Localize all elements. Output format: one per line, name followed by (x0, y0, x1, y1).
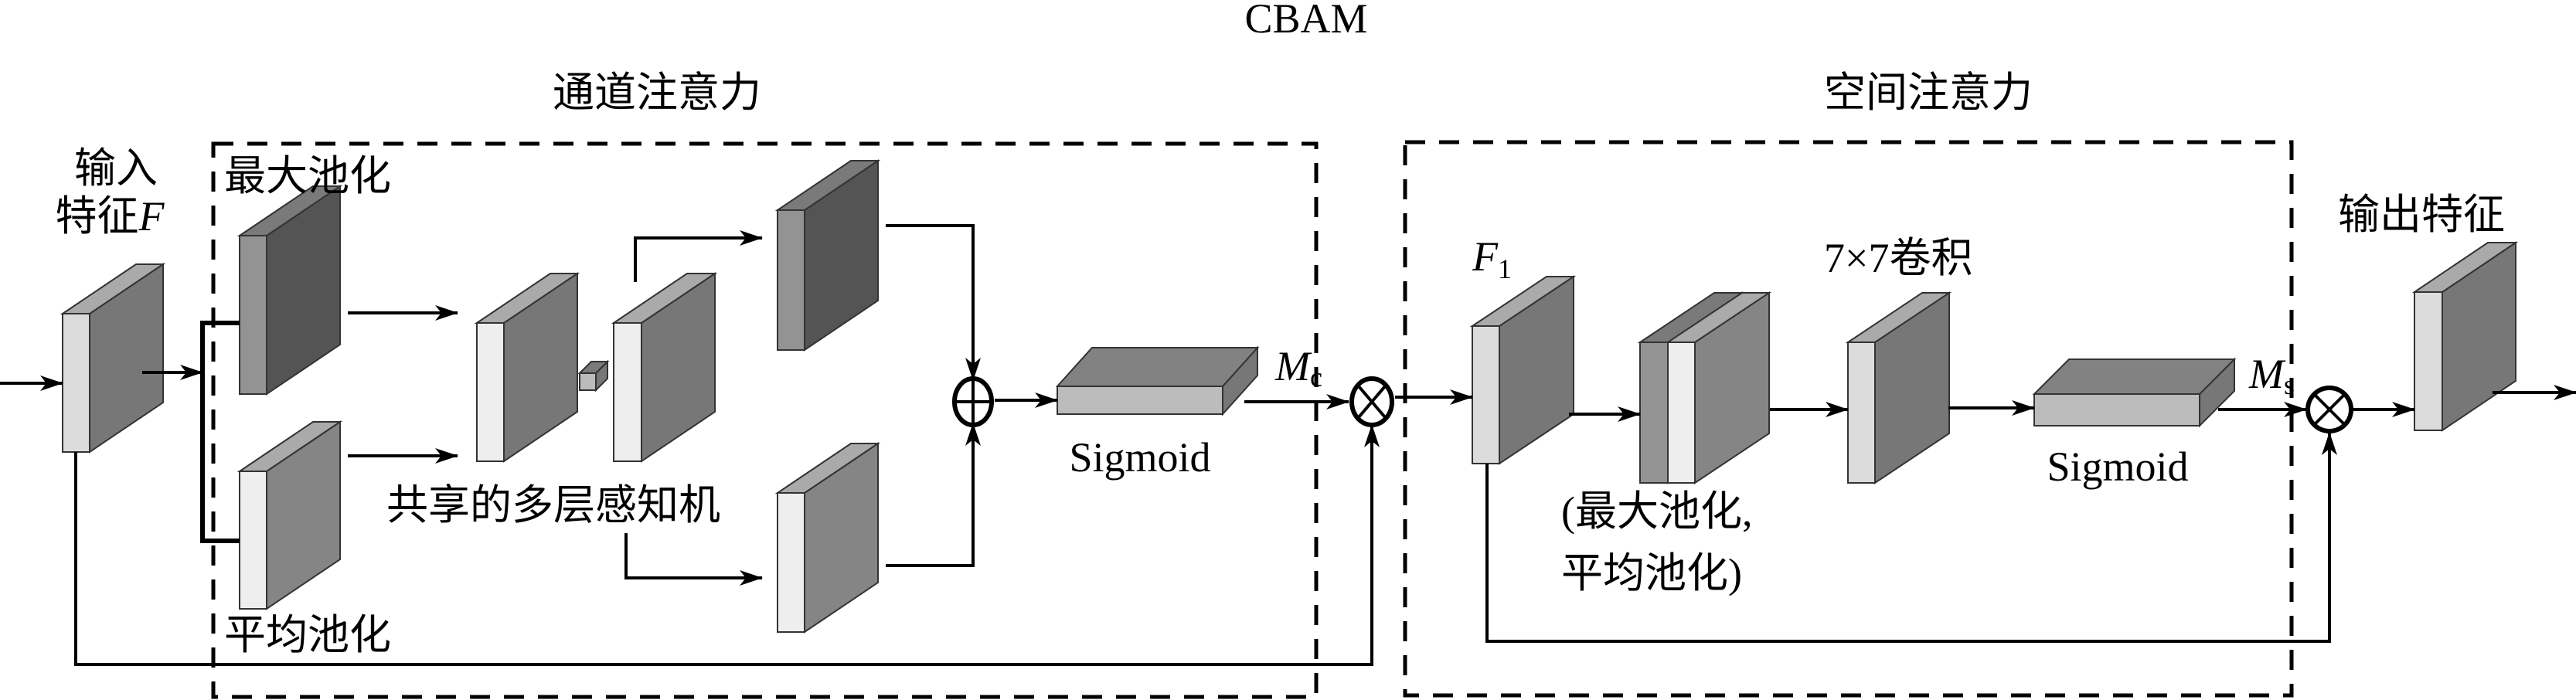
pool-max-block-front (1639, 342, 1669, 484)
mlp-hidden-block (577, 359, 610, 392)
avg-pool-label: 平均池化 (224, 612, 391, 658)
mlp-output-block-front (613, 322, 642, 462)
mlp-hidden-block-front (579, 372, 597, 391)
conv-block (1845, 291, 1952, 484)
pool-avg-block-front (1667, 342, 1696, 484)
channel-residual-arrow (74, 424, 1380, 666)
avg-pool-block-front (239, 471, 267, 610)
f1-label-main: F (1472, 233, 1499, 280)
output-feature-block (2411, 241, 2519, 432)
connections (0, 224, 2576, 666)
bottom-to-add-arrow (886, 423, 981, 567)
shared-mlp-label: 共享的多层感知机 (386, 482, 720, 528)
top-to-add-arrow (886, 224, 981, 381)
input-label-text: 特征 (56, 193, 139, 240)
channel-attention-title: 通道注意力 (553, 70, 761, 116)
channel-attention-box (211, 141, 1319, 699)
mlp-input-block-front (476, 322, 505, 462)
mc-label-sub: c (1310, 362, 1322, 392)
mc-label: Mc (1274, 343, 1322, 392)
diagram-title: CBAM (1244, 0, 1367, 42)
f1-block (1469, 275, 1577, 465)
ms-label: Ms (2248, 351, 2295, 400)
spatial-sigmoid-block-top (2032, 358, 2237, 395)
input-feature-block (60, 263, 166, 454)
mlp-to-bottom-arrow (624, 533, 763, 586)
mlp-max-output-block (774, 159, 881, 352)
input-label-line2: 特征F (56, 193, 165, 240)
pool-avg-block (1665, 291, 1772, 484)
max-pool-block-front (239, 235, 267, 395)
ms-label-sub: s (2284, 369, 2295, 400)
ms-label-main: M (2248, 351, 2286, 397)
mc-label-main: M (1274, 343, 1312, 389)
channel-add-operator (952, 376, 994, 427)
channel-multiply-operator (1349, 376, 1394, 427)
mlp-output-block (611, 272, 718, 463)
mlp-input-block (474, 272, 580, 463)
channel-sigmoid-block-front (1057, 386, 1223, 415)
spatial-residual-arrow (1485, 432, 2337, 643)
mlp-avg-output-block (774, 442, 881, 634)
spatial-sigmoid-label: Sigmoid (2047, 443, 2188, 490)
output-label: 输出特征 (2338, 192, 2505, 238)
channel-sigmoid-label: Sigmoid (1069, 434, 1210, 481)
spatial-sigmoid-block (2032, 357, 2237, 428)
channel-sigmoid-block (1055, 345, 1260, 416)
input-label-var: F (138, 193, 165, 240)
input-feature-block-front (62, 313, 90, 453)
pool-label-line1: (最大池化, (1561, 488, 1752, 535)
spatial-sigmoid-block-front (2033, 393, 2200, 426)
mlp-to-top-arrow (634, 230, 763, 282)
mlp-max-output-block-front (777, 209, 805, 351)
channel-sigmoid-block-top (1055, 347, 1260, 387)
max-pool-label: 最大池化 (224, 153, 391, 199)
f1-block-front (1472, 325, 1500, 464)
conv-block-front (1847, 342, 1876, 484)
mlp-avg-output-block-front (777, 492, 805, 633)
spatial-attention-title: 空间注意力 (1824, 70, 2033, 116)
spatial-multiply-operator (2305, 386, 2353, 433)
input-label-line1: 输入 (74, 145, 158, 192)
avg-pool-block (237, 420, 343, 610)
f1-label-sub: 1 (1498, 253, 1512, 284)
pool-label-line2: 平均池化) (1561, 550, 1742, 596)
split-bracket (200, 321, 240, 543)
output-feature-block-front (2414, 291, 2443, 431)
max-pool-block (237, 185, 343, 396)
spatial-attention-box (1403, 140, 2294, 698)
conv-label: 7×7卷积 (1824, 235, 1972, 281)
f1-label: F1 (1472, 233, 1512, 284)
